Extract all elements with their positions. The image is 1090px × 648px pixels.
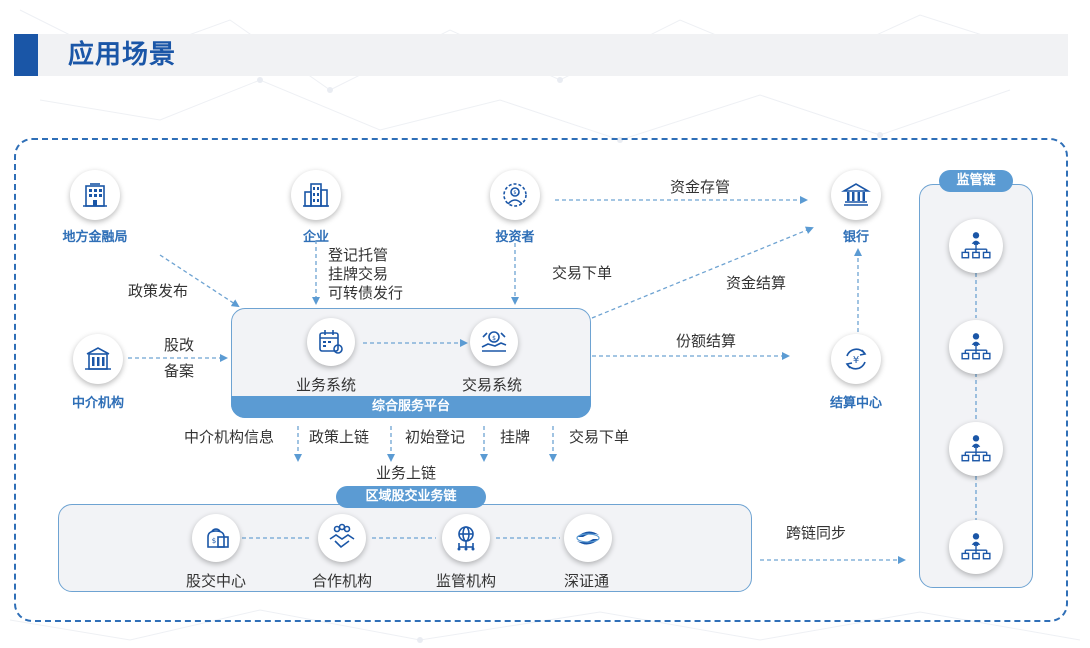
office-tower-icon	[291, 170, 341, 220]
equity-reform-label: 股改	[164, 336, 195, 354]
filing-label: 备案	[164, 362, 195, 380]
currency-exchange-icon: ¥	[831, 334, 881, 384]
bank-label: 银行	[842, 230, 869, 245]
intermediary-label: 中介机构	[71, 396, 124, 411]
onchain-item-listing: 挂牌	[500, 428, 531, 446]
policy-release-label: 政策发布	[128, 282, 189, 300]
enterprise-service-2: 挂牌交易	[328, 265, 389, 283]
chain-member-3-label: 监管机构	[436, 572, 497, 590]
bank-icon	[831, 170, 881, 220]
bank-building-icon	[73, 334, 123, 384]
regional-chain-title: 区域股交业务链	[336, 486, 486, 508]
onchain-item-trade-order: 交易下单	[569, 428, 630, 446]
regional-chain-box	[58, 504, 752, 592]
enterprise-label: 企业	[302, 230, 329, 245]
onchain-item-intermediary: 中介机构信息	[184, 428, 275, 446]
chain-member-4-label: 深证通	[564, 572, 610, 590]
trading-system-label: 交易系统	[462, 376, 523, 394]
settlement-label: 结算中心	[829, 396, 882, 411]
svg-text:$: $	[492, 335, 496, 342]
platform-title: 综合服务平台	[231, 396, 591, 418]
chain-member-1-label: 股交中心	[186, 572, 247, 590]
onchain-item-registration: 初始登记	[405, 428, 466, 446]
diagram-frame	[14, 138, 1068, 622]
business-system-label: 业务系统	[296, 376, 357, 394]
fund-custody-label: 资金存管	[670, 178, 731, 196]
svg-text:$: $	[513, 190, 516, 196]
money-bag-icon: $	[192, 514, 240, 562]
cross-chain-sync-label: 跨链同步	[786, 524, 847, 542]
building-icon	[70, 170, 120, 220]
header-accent	[14, 34, 38, 76]
calendar-gear-icon	[307, 318, 355, 366]
header-bar	[14, 34, 1068, 76]
local-finance-label: 地方金融局	[62, 230, 128, 245]
network-globe-icon	[442, 514, 490, 562]
chain-member-2-label: 合作机构	[312, 572, 373, 590]
investor-label: 投资者	[495, 230, 535, 245]
svg-text:$: $	[212, 537, 216, 545]
hand-coin-icon: $	[470, 318, 518, 366]
org-chart-icon	[949, 320, 1003, 374]
fund-settlement-label: 资金结算	[726, 274, 787, 292]
supervision-chain-title: 监管链	[939, 170, 1013, 192]
swirl-logo-icon	[564, 514, 612, 562]
org-chart-icon	[949, 422, 1003, 476]
enterprise-service-3: 可转债发行	[328, 284, 404, 302]
handshake-icon	[318, 514, 366, 562]
svg-text:¥: ¥	[853, 355, 859, 366]
page-title: 应用场景	[68, 40, 177, 70]
trade-order-label: 交易下单	[552, 264, 613, 282]
share-settlement-label: 份额结算	[676, 332, 737, 350]
org-chart-icon	[949, 219, 1003, 273]
business-onchain-label: 业务上链	[376, 464, 437, 482]
investor-icon: $	[490, 170, 540, 220]
org-chart-icon	[949, 520, 1003, 574]
onchain-item-policy: 政策上链	[309, 428, 370, 446]
enterprise-service-1: 登记托管	[328, 246, 389, 264]
